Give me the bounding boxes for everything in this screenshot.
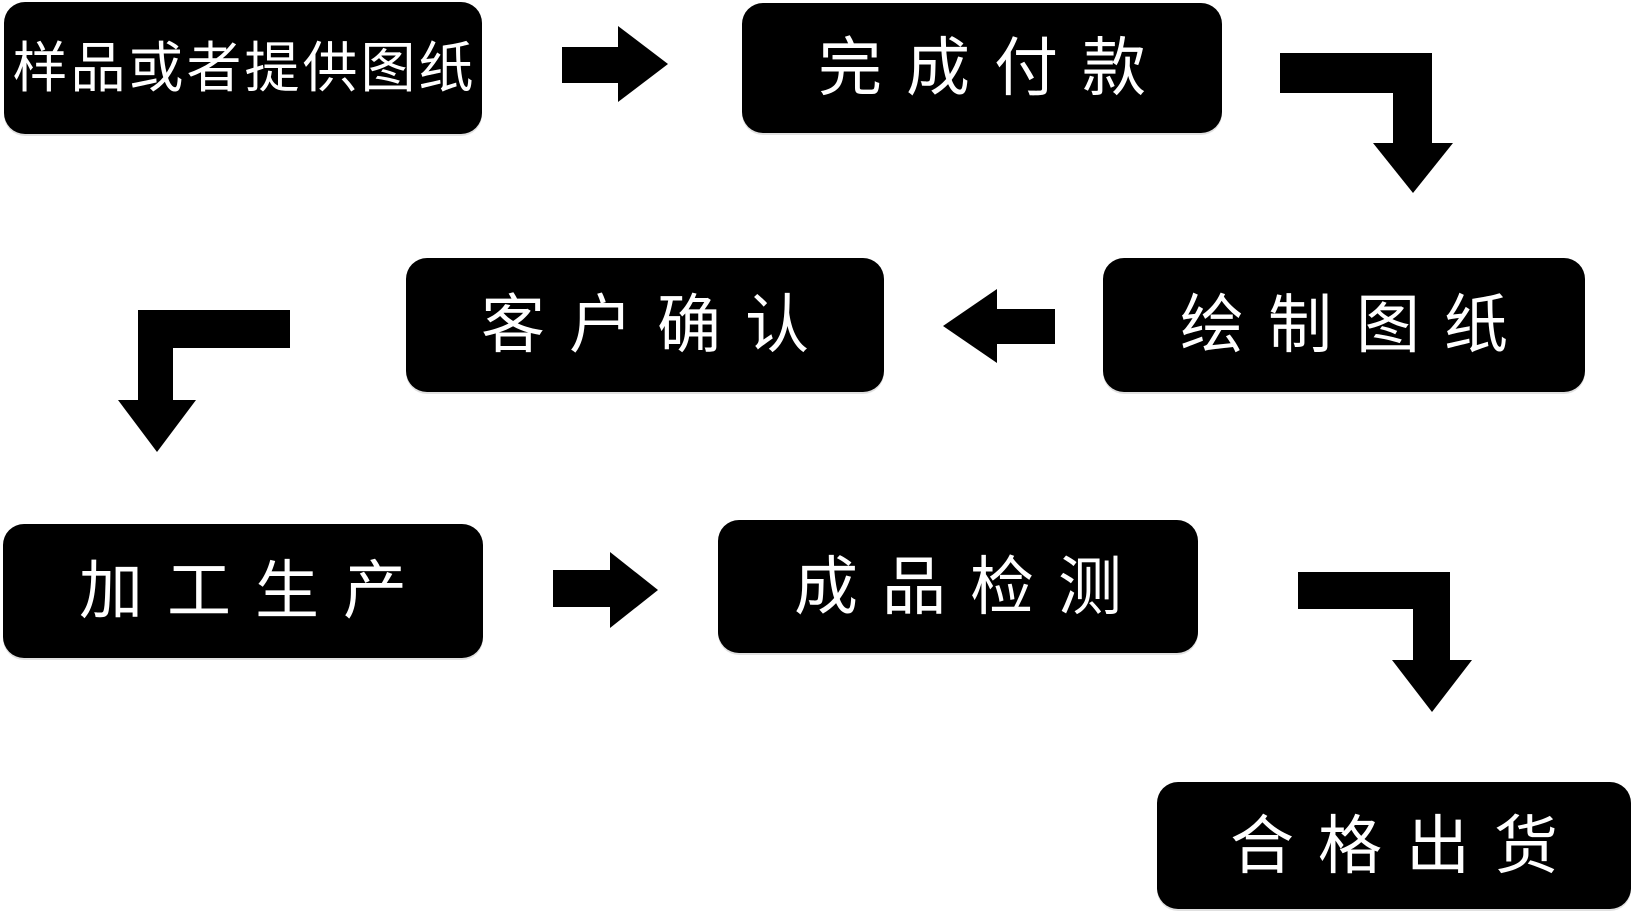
arrow-shaft <box>553 570 612 607</box>
arrow-down-head <box>118 400 196 452</box>
flow-step-finished-product-inspection: 成品检测 <box>718 520 1198 653</box>
arrow-down-head <box>1373 143 1453 193</box>
arrow-vertical-bar <box>138 310 173 400</box>
flow-step-sample-or-drawing: 样品或者提供图纸 <box>4 2 482 134</box>
arrow-shaft <box>995 309 1055 344</box>
flow-step-label: 成品检测 <box>794 550 1146 623</box>
flow-step-label: 绘制图纸 <box>1180 289 1532 361</box>
arrow-down-head <box>1392 660 1472 712</box>
arrow-head <box>943 289 997 363</box>
flow-step-qualified-shipment: 合格出货 <box>1157 782 1631 909</box>
arrow-vertical-bar <box>1413 572 1450 660</box>
flow-step-label: 样品或者提供图纸 <box>12 36 477 99</box>
flow-step-customer-confirmation: 客户确认 <box>406 258 884 392</box>
flow-step-label: 合格出货 <box>1230 809 1582 882</box>
arrow-vertical-bar <box>1393 53 1432 143</box>
flow-step-label: 加工生产 <box>79 555 431 627</box>
arrow-head <box>610 552 658 628</box>
flow-step-label: 客户确认 <box>481 289 833 361</box>
arrow-head <box>618 26 668 102</box>
flow-step-processing-production: 加工生产 <box>3 524 483 658</box>
flow-step-complete-payment: 完成付款 <box>742 3 1222 133</box>
flow-step-draw-drawings: 绘制图纸 <box>1103 258 1585 392</box>
arrow-shaft <box>562 47 620 83</box>
flow-step-label: 完成付款 <box>818 32 1170 104</box>
